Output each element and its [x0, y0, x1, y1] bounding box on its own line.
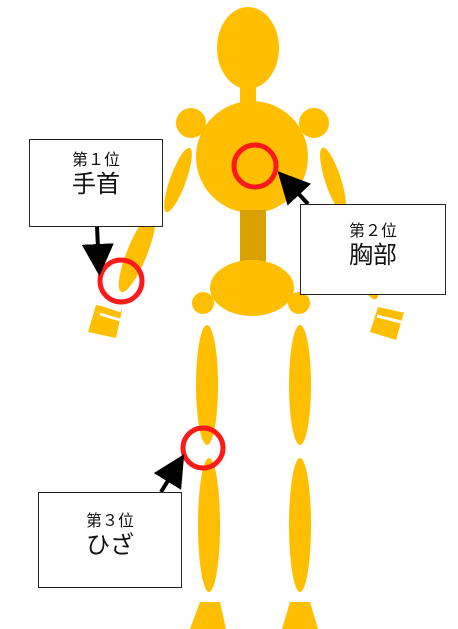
rank2-body-part: 胸部: [349, 241, 397, 270]
right-hand-split: [376, 314, 402, 324]
chest: [196, 101, 308, 213]
wrist-marker: [97, 257, 145, 305]
left-thigh: [196, 325, 218, 445]
arrow-rank3: [153, 454, 185, 494]
left-hand-split: [99, 312, 121, 322]
rank1-label: 第１位: [71, 150, 120, 169]
right-hand: [370, 307, 404, 340]
chest-marker: [231, 142, 279, 190]
knee-marker: [180, 425, 226, 471]
rank1-body-part: 手首: [72, 170, 120, 199]
left-shin: [198, 458, 220, 592]
arrow-rank1: [81, 226, 114, 276]
right-thigh: [289, 325, 311, 445]
right-upper-arm: [320, 147, 346, 213]
rank2-label: 第２位: [348, 221, 397, 240]
label-box-rank2: 第２位 胸部: [300, 204, 446, 295]
right-hip-joint: [288, 292, 310, 314]
label-box-rank3: 第３位 ひざ: [38, 492, 182, 588]
left-wrist-separator: [96, 301, 122, 313]
right-foot: [282, 602, 318, 629]
right-shoulder: [299, 108, 329, 138]
pelvis: [210, 260, 294, 316]
spine: [240, 210, 266, 270]
right-shin: [289, 458, 311, 592]
label-box-rank1: 第１位 手首: [29, 139, 163, 227]
left-foot: [190, 602, 226, 629]
right-wrist-separator: [376, 303, 404, 313]
left-hand: [88, 305, 122, 338]
arrow-rank2: [277, 171, 312, 206]
left-upper-arm: [164, 147, 192, 213]
rank3-label: 第３位: [85, 511, 134, 530]
left-shoulder: [176, 108, 206, 138]
rank3-body-part: ひざ: [86, 531, 134, 560]
left-forearm: [118, 213, 156, 293]
head: [217, 7, 279, 89]
left-hip-joint: [192, 292, 214, 314]
